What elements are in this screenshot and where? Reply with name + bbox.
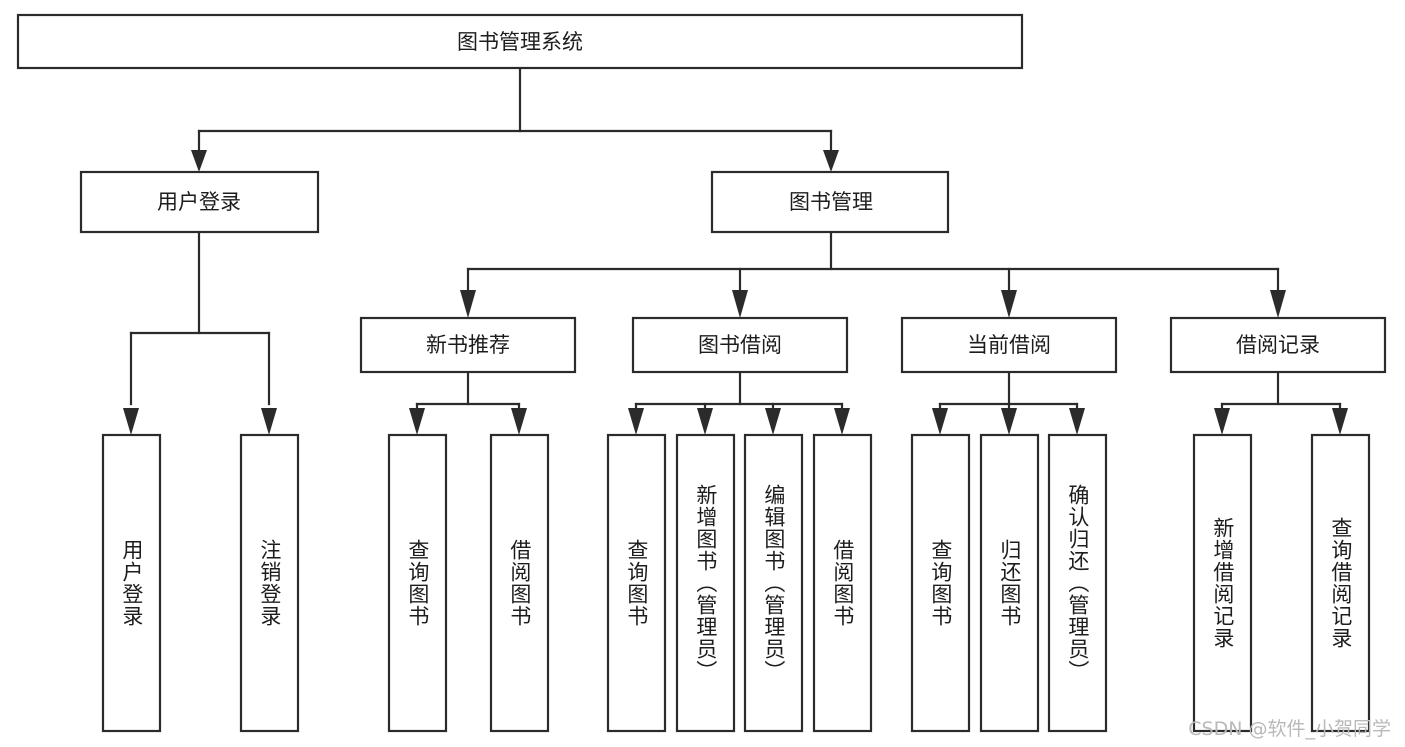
arrow-to-leaf-user-login bbox=[123, 408, 139, 435]
node-leaf-return-book-box[interactable] bbox=[979, 433, 1040, 733]
node-leaf-query-book-3-box[interactable] bbox=[910, 433, 971, 733]
arrow-to-leaf-confirm-return bbox=[1069, 408, 1085, 435]
node-leaf-confirm-return-box[interactable] bbox=[1047, 433, 1108, 733]
arrow-to-leaf-logout-login bbox=[261, 408, 277, 435]
node-current-borrow-box[interactable] bbox=[900, 316, 1118, 374]
node-leaf-borrow-book-1-box[interactable] bbox=[489, 433, 550, 733]
node-user-login-label: 用户登录 bbox=[157, 190, 241, 214]
node-borrow-record-label: 借阅记录 bbox=[1236, 333, 1320, 357]
node-leaf-query-book-1-box[interactable] bbox=[387, 433, 448, 733]
arrow-to-leaf-edit-book bbox=[765, 408, 781, 435]
node-leaf-query-record-box[interactable] bbox=[1310, 433, 1371, 733]
arrow-to-leaf-query-book-1 bbox=[409, 408, 425, 435]
node-book-manage-label: 图书管理 bbox=[789, 190, 873, 214]
arrow-to-book-manage bbox=[823, 150, 839, 172]
arrow-to-new-book-recommend bbox=[460, 290, 476, 318]
arrow-to-leaf-borrow-book-2 bbox=[834, 408, 850, 435]
arrow-to-user-login bbox=[191, 150, 207, 172]
node-leaf-edit-book-box[interactable] bbox=[743, 433, 804, 733]
arrow-to-leaf-add-record bbox=[1214, 408, 1230, 435]
arrow-to-book-borrow bbox=[732, 290, 748, 318]
arrow-to-leaf-add-book bbox=[697, 408, 713, 435]
node-new-book-recommend-box[interactable] bbox=[359, 316, 577, 374]
node-book-manage-box[interactable] bbox=[710, 170, 950, 234]
node-leaf-user-login-box[interactable] bbox=[101, 433, 162, 733]
arrow-to-leaf-query-record bbox=[1332, 408, 1348, 435]
arrow-to-current-borrow bbox=[1001, 290, 1017, 318]
node-leaf-borrow-book-2-box[interactable] bbox=[812, 433, 873, 733]
node-root-box[interactable] bbox=[16, 13, 1024, 70]
node-book-borrow-box[interactable] bbox=[631, 316, 849, 374]
node-leaf-add-record-box[interactable] bbox=[1192, 433, 1253, 733]
node-borrow-record-box[interactable] bbox=[1169, 316, 1387, 374]
node-leaf-query-book-2-box[interactable] bbox=[606, 433, 667, 733]
arrow-to-borrow-record bbox=[1270, 290, 1286, 318]
arrow-to-leaf-query-book-2 bbox=[628, 408, 644, 435]
connector-layer bbox=[123, 66, 1348, 435]
arrow-to-leaf-query-book-3 bbox=[932, 408, 948, 435]
node-new-book-recommend-label: 新书推荐 bbox=[426, 333, 510, 357]
arrow-to-leaf-borrow-book-1 bbox=[511, 408, 527, 435]
node-root-label: 图书管理系统 bbox=[457, 30, 583, 54]
node-layer: 图书管理系统 用户登录 图书管理 新书推荐 图书借阅 当前借阅 借阅记录 bbox=[16, 13, 1387, 733]
node-current-borrow-label: 当前借阅 bbox=[967, 333, 1051, 357]
node-book-borrow-label: 图书借阅 bbox=[698, 333, 782, 357]
node-leaf-add-book-box[interactable] bbox=[675, 433, 736, 733]
node-leaf-logout-login-box[interactable] bbox=[239, 433, 300, 733]
node-user-login-box[interactable] bbox=[79, 170, 320, 234]
arrow-to-leaf-return-book bbox=[1001, 408, 1017, 435]
